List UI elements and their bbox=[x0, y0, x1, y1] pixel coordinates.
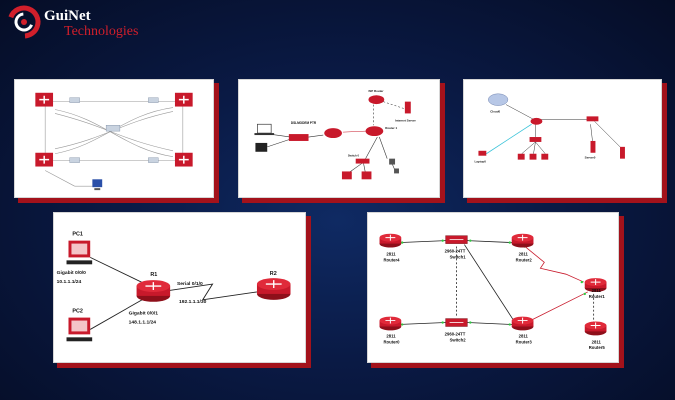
pc-icon bbox=[529, 153, 537, 160]
serial-link bbox=[166, 283, 258, 301]
pc1-label: PC1 bbox=[72, 232, 83, 238]
switch-icon bbox=[148, 97, 159, 103]
switch2-model: 2960-24TT bbox=[445, 331, 466, 336]
phone-icon bbox=[389, 158, 396, 165]
diagram-5-canvas: 2811 Router4 2960-24TT Switch1 2811 Rout… bbox=[379, 233, 607, 350]
pc-icon bbox=[361, 171, 372, 180]
pc2-icon[interactable] bbox=[66, 317, 93, 342]
router-icon bbox=[365, 126, 384, 137]
diagram-card-1[interactable] bbox=[14, 79, 219, 203]
router-icon bbox=[530, 117, 543, 125]
cloud-icon bbox=[488, 93, 509, 106]
switch1-name: Switch1 bbox=[450, 254, 467, 259]
diagram-card-2[interactable]: DSLMODEM PTR Router 1 ISP Router Interne… bbox=[238, 79, 445, 203]
r2-label: R2 bbox=[270, 271, 277, 277]
switch-icon bbox=[69, 97, 80, 103]
router0-icon[interactable] bbox=[379, 316, 402, 331]
router1-model: 2811 bbox=[592, 288, 602, 293]
router0-name: Router0 bbox=[383, 339, 400, 344]
laptop-icon bbox=[254, 123, 275, 136]
laptop-label: Laptop0 bbox=[475, 160, 487, 164]
router2-name: Router2 bbox=[516, 257, 533, 262]
router3-icon[interactable] bbox=[511, 316, 534, 331]
diagram-1-canvas bbox=[35, 92, 193, 191]
serial-ip: 192.1.1.1/30 bbox=[179, 299, 207, 305]
logo-mark-icon bbox=[7, 5, 41, 39]
router3-model: 2811 bbox=[519, 333, 529, 338]
router2-model: 2811 bbox=[519, 251, 529, 256]
switch1-model: 2960-24TT bbox=[445, 248, 466, 253]
laptop-icon bbox=[478, 150, 487, 156]
diagram-card-3[interactable]: Cloud0 Laptop0 Server0 bbox=[463, 79, 667, 203]
router2-icon[interactable] bbox=[511, 233, 534, 248]
brand-name-line2: Technologies bbox=[64, 24, 139, 39]
router-icon bbox=[324, 128, 342, 139]
dsl-modem-label: DSLMODEM PTR bbox=[291, 121, 317, 125]
gigabit-000-label: Gigabit 0/0/0 bbox=[57, 270, 87, 276]
router5-icon[interactable] bbox=[584, 321, 607, 336]
router3-name: Router3 bbox=[516, 339, 533, 344]
router-icon bbox=[35, 92, 54, 107]
diagram-3-canvas: Cloud0 Laptop0 Server0 bbox=[475, 93, 625, 164]
gigabit-000-ip: 10.1.1.1/24 bbox=[57, 279, 82, 285]
switch-icon bbox=[529, 137, 542, 142]
r1-label: R1 bbox=[150, 272, 157, 278]
switch2-name: Switch2 bbox=[450, 337, 467, 342]
isp-router-label: ISP Router bbox=[368, 89, 384, 93]
router4-model: 2811 bbox=[386, 251, 396, 256]
router4-icon[interactable] bbox=[379, 233, 402, 248]
link-pc2-r1 bbox=[89, 297, 146, 330]
server-icon bbox=[620, 146, 625, 159]
router4-name: Router4 bbox=[383, 257, 400, 262]
cloud-label: Cloud0 bbox=[490, 109, 500, 113]
server-icon bbox=[590, 140, 596, 153]
internet-server-label: Internet Server bbox=[395, 118, 417, 122]
pc-icon bbox=[255, 142, 268, 152]
router-icon bbox=[174, 92, 193, 107]
link-pc1-r1 bbox=[90, 257, 146, 285]
router1-name: Router1 bbox=[589, 294, 606, 299]
r2-router-icon[interactable] bbox=[256, 278, 291, 300]
router5-model: 2811 bbox=[592, 339, 602, 344]
serial-label: Serial 0/1/0 bbox=[177, 281, 203, 287]
pc-icon bbox=[92, 179, 103, 191]
router-icon bbox=[35, 152, 54, 167]
server-label: Server0 bbox=[585, 156, 596, 160]
diagram-card-5[interactable]: 2811 Router4 2960-24TT Switch1 2811 Rout… bbox=[367, 212, 624, 368]
switch2-icon[interactable] bbox=[445, 318, 468, 327]
router5-name: Router5 bbox=[589, 345, 606, 350]
diagram-card-4[interactable]: PC1 Gigabit 0/0/0 10.1.1.1/24 PC2 R1 Gig… bbox=[53, 212, 311, 368]
diagram-4-canvas: PC1 Gigabit 0/0/0 10.1.1.1/24 PC2 R1 Gig… bbox=[57, 232, 291, 342]
server-icon bbox=[404, 101, 411, 114]
switch-icon bbox=[148, 157, 159, 163]
router-label: Router 1 bbox=[385, 126, 397, 130]
pc1-icon[interactable] bbox=[66, 240, 93, 265]
pc-icon bbox=[341, 171, 352, 180]
brand-name-line1: GuiNet bbox=[44, 8, 91, 24]
pc2-label: PC2 bbox=[72, 309, 83, 315]
router-icon bbox=[174, 152, 193, 167]
pc-icon bbox=[517, 153, 525, 160]
r1-router-icon[interactable] bbox=[136, 280, 171, 302]
dsl-modem-icon bbox=[288, 134, 309, 141]
gigabit-001-label: Gigabit 0/0/1 bbox=[129, 311, 159, 317]
router0-model: 2811 bbox=[386, 333, 396, 338]
switch-icon bbox=[586, 116, 599, 122]
switch1-icon[interactable] bbox=[445, 235, 468, 244]
pc-icon bbox=[541, 153, 549, 160]
gigabit-001-ip: 148.1.1.1/24 bbox=[129, 320, 157, 326]
brand-logo: GuiNet Technologies bbox=[6, 4, 166, 40]
phone-icon bbox=[394, 168, 399, 174]
switch-icon bbox=[105, 125, 121, 132]
switch-icon bbox=[355, 158, 370, 164]
isp-router-icon bbox=[368, 95, 385, 105]
router1-icon[interactable] bbox=[584, 278, 607, 292]
switch-icon bbox=[69, 157, 80, 163]
diagram-2-canvas: DSLMODEM PTR Router 1 ISP Router Interne… bbox=[254, 89, 417, 180]
switch-label: Switch 0 bbox=[348, 154, 360, 158]
